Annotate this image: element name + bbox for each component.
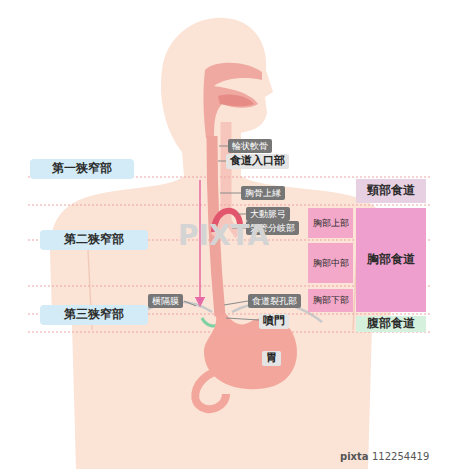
callout-box: 胃 bbox=[262, 351, 281, 366]
node-text: 胸骨上縁 bbox=[245, 188, 281, 198]
region-box: 頸部食道 bbox=[356, 179, 426, 203]
node-text: 胸部中部 bbox=[313, 258, 349, 268]
stenosis-label: 第一狭窄部 bbox=[30, 159, 134, 179]
node-text: 第二狭窄部 bbox=[64, 233, 124, 247]
node-text: 噴門 bbox=[263, 315, 285, 328]
image-id: 112254419 bbox=[372, 452, 429, 462]
node-text: 食道入口部 bbox=[230, 155, 285, 168]
stenosis-label: 第三狭窄部 bbox=[40, 305, 148, 325]
section-cell: 胸部下部 bbox=[308, 289, 353, 312]
tongue bbox=[218, 94, 254, 106]
callout-box: 食道裂孔部 bbox=[248, 294, 301, 308]
node-text: 胸部下部 bbox=[313, 295, 349, 305]
section-cell: 胸部上部 bbox=[308, 208, 353, 238]
node-text: 第三狭窄部 bbox=[64, 308, 124, 322]
stomach bbox=[204, 314, 297, 389]
callout-box: 横隔膜 bbox=[148, 294, 183, 308]
nasal-oral-cavity bbox=[203, 63, 262, 138]
node-text: 腹部食道 bbox=[367, 317, 415, 331]
node-text: 横隔膜 bbox=[152, 296, 179, 306]
node-text: 胸部上部 bbox=[313, 218, 349, 228]
level-lines bbox=[28, 177, 430, 332]
duodenum bbox=[195, 372, 226, 409]
region-box: 腹部食道 bbox=[356, 316, 426, 332]
node-text: 頸部食道 bbox=[367, 184, 415, 198]
callout-box: 噴門 bbox=[259, 314, 289, 329]
watermark: PIXTA bbox=[178, 222, 269, 250]
body-silhouette bbox=[50, 18, 393, 469]
stenosis-label: 第二狭窄部 bbox=[40, 230, 148, 250]
node-text: 第一狭窄部 bbox=[52, 162, 112, 176]
callout-box: 食道入口部 bbox=[226, 154, 289, 169]
node-text: 大動脈弓 bbox=[250, 209, 286, 219]
node-text: 胃 bbox=[266, 352, 277, 365]
section-cell: 胸部中部 bbox=[308, 243, 353, 283]
callout-box: 輪状軟骨 bbox=[228, 139, 272, 153]
node-text: 輪状軟骨 bbox=[232, 141, 268, 151]
node-text: 食道裂孔部 bbox=[252, 296, 297, 306]
callout-box: 大動脈弓 bbox=[246, 207, 290, 221]
node-text: 胸部食道 bbox=[367, 253, 415, 267]
watermark: pixta bbox=[340, 452, 369, 462]
region-box: 胸部食道 bbox=[356, 208, 426, 312]
callout-box: 胸骨上縁 bbox=[241, 186, 285, 200]
